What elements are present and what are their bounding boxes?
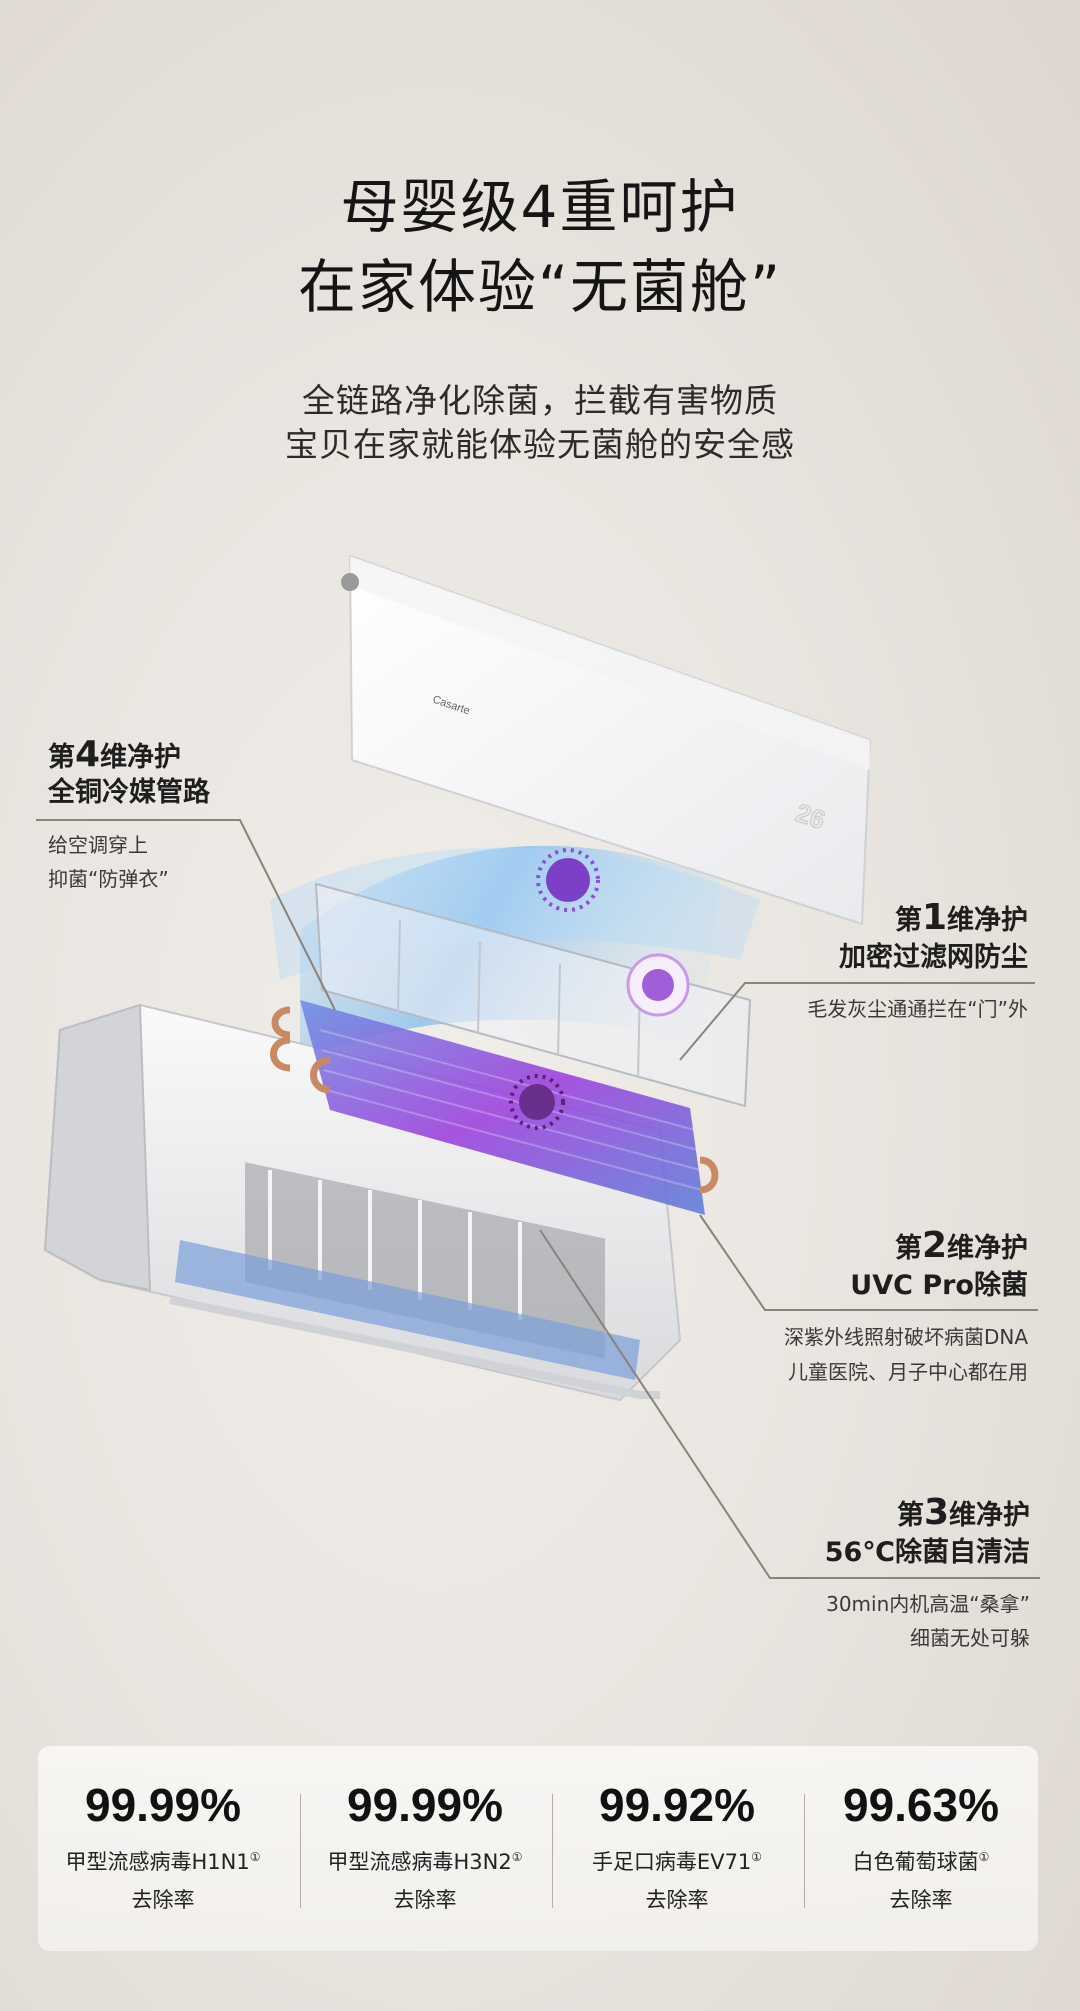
filter-mesh	[314, 882, 752, 1108]
stat-h1n1: 99.99% 甲型流感病毒H1N1① 去除率	[38, 1746, 288, 1951]
label-1-desc1: 毛发灰尘通通拦在“门”外	[807, 997, 1028, 1021]
label-4-heading: 第4维净护	[48, 734, 182, 775]
label-4-title: 全铜冷媒管路	[48, 777, 210, 808]
stat-value: 99.63%	[842, 1779, 999, 1831]
stat-divider	[804, 1794, 805, 1908]
stat-value: 99.99%	[346, 1779, 503, 1831]
stat-ev71: 99.92% 手足口病毒EV71① 去除率	[552, 1746, 802, 1951]
label-3-title: 56℃除菌自清洁	[824, 1537, 1030, 1568]
stats-panel: 99.99% 甲型流感病毒H1N1① 去除率 99.99% 甲型流感病毒H3N2…	[38, 1746, 1038, 1951]
label-2-desc1: 深紫外线照射破坏病菌DNA	[783, 1325, 1028, 1349]
stat-value: 99.99%	[84, 1779, 241, 1831]
subtitle-line1: 全链路净化除菌，拦截有害物质	[302, 381, 778, 420]
label-1-heading: 第1维净护	[894, 897, 1028, 938]
label-3-desc1: 30min内机高温“桑拿”	[826, 1592, 1030, 1616]
stat-name: 手足口病毒EV71①	[591, 1850, 763, 1874]
label-4-desc2: 抑菌“防弹衣”	[48, 867, 169, 891]
page-title-line2: 在家体验“无菌舱”	[297, 253, 783, 321]
stat-staph: 99.63% 白色葡萄球菌① 去除率	[804, 1746, 1038, 1951]
subtitle-line2: 宝贝在家就能体验无菌舱的安全感	[285, 425, 795, 464]
stat-h3n2: 99.99% 甲型流感病毒H3N2① 去除率	[300, 1746, 550, 1951]
leader-line-1	[679, 982, 1035, 1061]
label-1-title: 加密过滤网防尘	[839, 942, 1028, 973]
evaporator-coil	[300, 1000, 705, 1215]
stat-value: 99.92%	[598, 1779, 755, 1831]
label-4-desc1: 给空调穿上	[48, 833, 148, 857]
stat-name: 白色葡萄球菌①	[852, 1850, 990, 1874]
virus-icon-top	[536, 848, 600, 912]
label-3-desc2: 细菌无处可躲	[910, 1626, 1030, 1650]
virus-icon-coil	[509, 1074, 565, 1130]
page-title-line1: 母婴级4重呵护	[340, 173, 740, 241]
label-2-desc2: 儿童医院、月子中心都在用	[788, 1360, 1028, 1384]
copper-pipes	[270, 1006, 719, 1194]
virus-icon-filter	[626, 953, 690, 1017]
stat-caption: 去除率	[393, 1888, 457, 1912]
stat-caption: 去除率	[131, 1888, 195, 1912]
stat-divider	[300, 1794, 301, 1908]
label-3-heading: 第3维净护	[896, 1492, 1030, 1533]
stat-name: 甲型流感病毒H3N2①	[327, 1850, 523, 1874]
leader-line-2	[699, 1214, 1038, 1311]
stat-caption: 去除率	[889, 1888, 953, 1912]
leader-line-4	[36, 819, 336, 1011]
label-2-title: UVC Pro除菌	[850, 1270, 1028, 1301]
label-2-heading: 第2维净护	[894, 1225, 1028, 1266]
leader-line-3	[539, 1229, 1040, 1579]
stat-caption: 去除率	[645, 1888, 709, 1912]
stat-name: 甲型流感病毒H1N1①	[65, 1850, 261, 1874]
stat-divider	[552, 1794, 553, 1908]
